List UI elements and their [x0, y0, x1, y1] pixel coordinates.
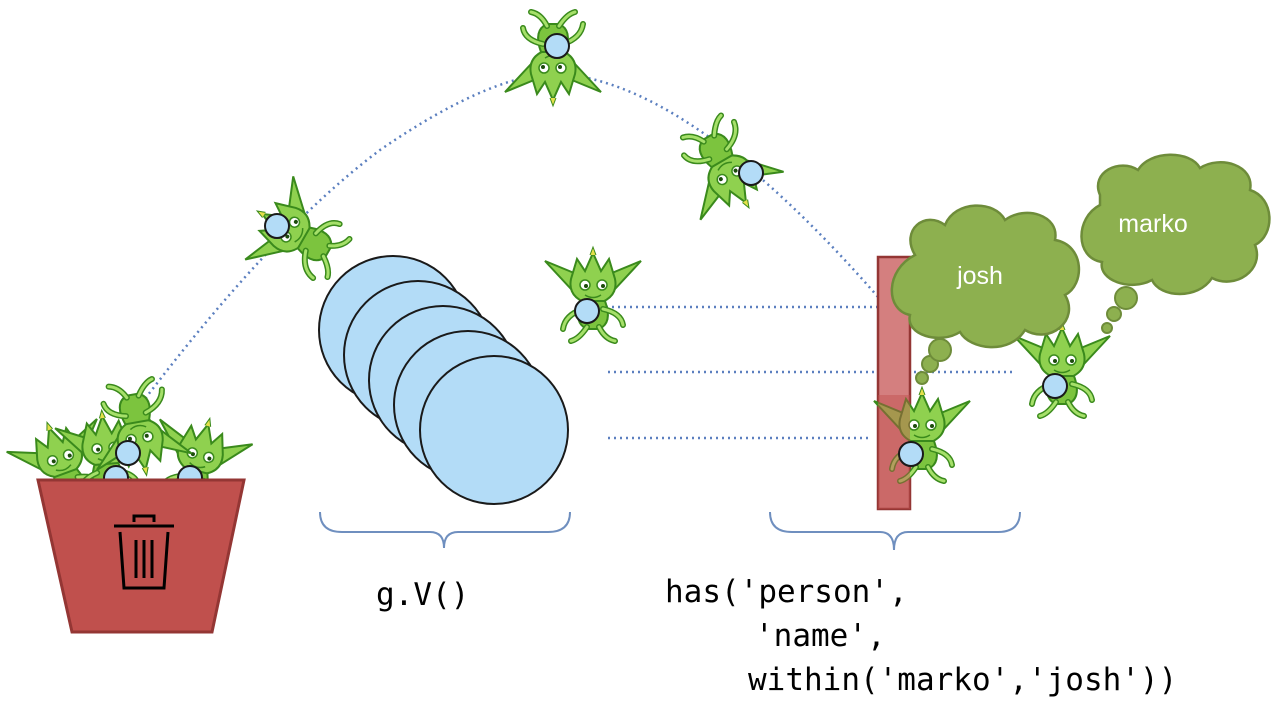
bracket-filter: [769, 511, 1021, 551]
bracket-source: [319, 511, 571, 549]
traverser-orb: [738, 160, 764, 186]
traverser-orb: [115, 440, 141, 466]
traverser-orb: [544, 33, 570, 59]
gremlin-traverser-icon: [1014, 322, 1110, 416]
traverser-orb: [1042, 373, 1068, 399]
gremlin-traverser-icon: [505, 12, 601, 106]
thought-bubble-josh: [890, 204, 1081, 385]
filter-step-line: within('marko','josh')): [748, 662, 1178, 698]
gremlin-traverser-icon: [545, 247, 641, 341]
gremlin-traverser-icon: [660, 103, 790, 232]
filter-step-line: has('person',: [665, 574, 908, 610]
traverser-orb: [574, 298, 600, 324]
vertex: [419, 355, 569, 505]
vertex-stack: [318, 255, 569, 505]
filter-step-line: 'name',: [755, 618, 886, 654]
thought-text-josh: josh: [956, 262, 1003, 290]
thought-text-marko: marko: [1118, 210, 1187, 238]
trash-can-icon: [114, 514, 174, 590]
source-step-label: g.V(): [376, 577, 470, 613]
traversal-arc: [137, 72, 886, 409]
thought-bubble-marko: [1080, 153, 1271, 334]
traverser-orb: [898, 441, 924, 467]
traverser-orb: [264, 213, 290, 239]
discard-bin: [36, 478, 246, 634]
